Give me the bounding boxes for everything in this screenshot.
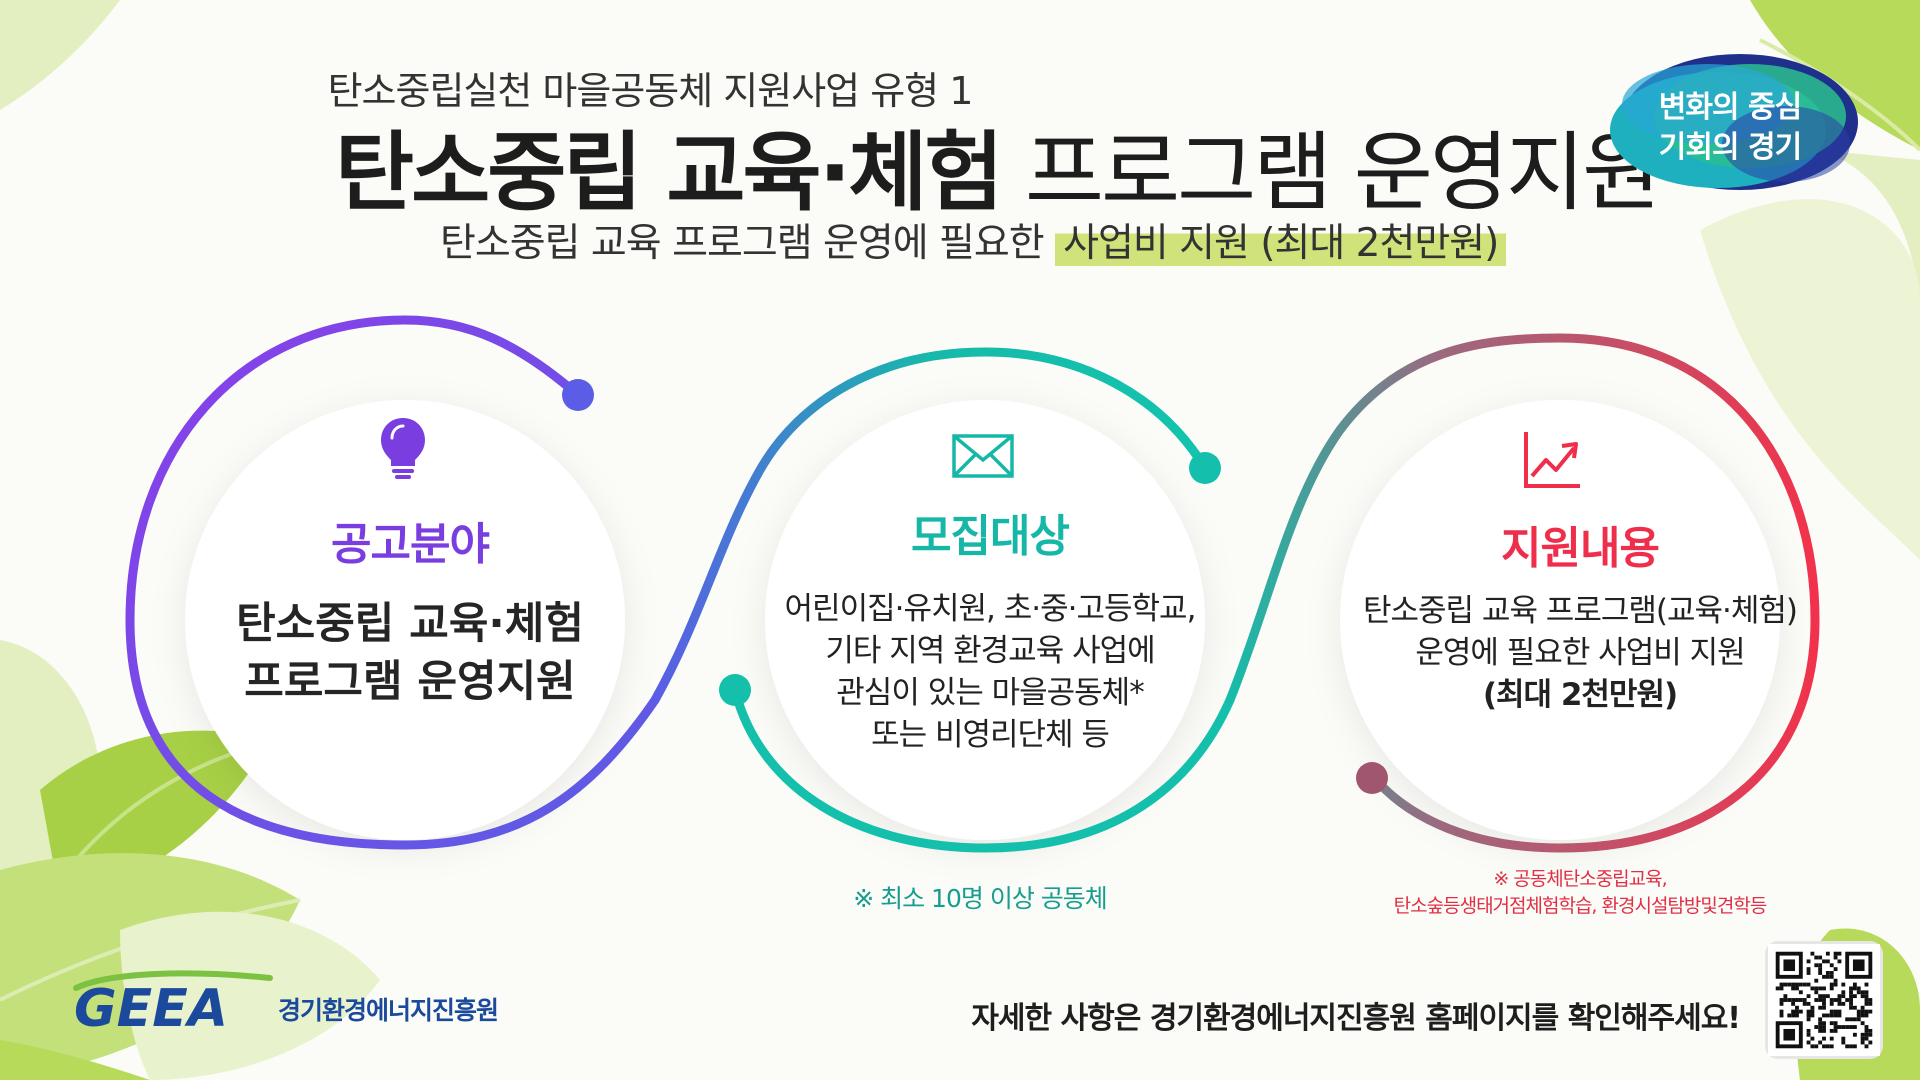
description-text: 탄소중립 교육 프로그램 운영에 필요한: [440, 221, 1045, 266]
slogan-text: 변화의 중심 기회의 경기: [1600, 88, 1860, 168]
card-body-line: 기타 지역 환경교육 사업에: [825, 633, 1155, 669]
geea-logo: GEEA: [73, 970, 273, 1036]
card-body-line: 어린이집·유치원, 초·중·고등학교,: [784, 591, 1197, 627]
leaf-right: [1700, 199, 1920, 560]
envelope-icon: [952, 434, 1014, 478]
footer-message: 자세한 사항은 경기환경에너지진흥원 홈페이지를 확인해주세요!: [971, 1001, 1741, 1036]
curve-dot: [562, 379, 594, 411]
flow-curve: [125, 315, 1820, 853]
card-body-support-content: 탄소중립 교육 프로그램(교육·체험) 운영에 필요한 사업비 지원 (최대 2…: [1280, 590, 1880, 716]
card-body-line: 프로그램 운영지원: [244, 657, 576, 707]
recruitment-note: ※ 최소 10명 이상 공동체: [853, 884, 1108, 913]
card-body-line: 탄소중립 교육 프로그램(교육·체험): [1362, 593, 1798, 629]
curve-dot: [1356, 762, 1388, 794]
card-body-line: 운영에 필요한 사업비 지원: [1415, 635, 1745, 671]
curve-dot: [719, 674, 751, 706]
support-note: ※ 공동체탄소중립교육, 탄소숲등생태거점체험학습, 환경시설탐방및견학등: [1300, 866, 1860, 920]
lightbulb-icon: [381, 418, 425, 479]
leaf-bottom-left: [0, 640, 380, 1080]
card-body-line: 또는 비영리단체 등: [871, 717, 1110, 753]
leaf-top-left: [0, 0, 120, 110]
card-body-line: 탄소중립 교육·체험: [236, 599, 584, 649]
curve-dot: [1189, 452, 1221, 484]
support-note-line: ※ 공동체탄소중립교육,: [1493, 868, 1667, 890]
card-title-support-content: 지원내용: [1501, 523, 1660, 574]
title-bold: 탄소중립 교육·체험: [335, 123, 1004, 223]
slogan-line-2: 기회의 경기: [1658, 130, 1802, 165]
support-note-line: 탄소숲등생태거점체험학습, 환경시설탐방및견학등: [1393, 895, 1768, 917]
qr-code-pattern: [1768, 944, 1880, 1056]
program-subtitle: 탄소중립실천 마을공동체 지원사업 유형 1: [327, 69, 974, 113]
leaf-top-right: [1750, 0, 1920, 330]
slogan-line-1: 변화의 중심: [1658, 90, 1802, 125]
logo-text: GEEA: [74, 979, 228, 1036]
slogan-badge: [1610, 54, 1858, 190]
description-highlight: 사업비 지원 (최대 2천만원): [1055, 221, 1507, 266]
card-body-recruitment-target: 어린이집·유치원, 초·중·고등학교, 기타 지역 환경교육 사업에 관심이 있…: [740, 588, 1240, 756]
card-body-line: 관심이 있는 마을공동체*: [836, 675, 1144, 711]
organization-name: 경기환경에너지진흥원: [278, 996, 499, 1025]
card-body-line-bold: (최대 2천만원): [1482, 677, 1678, 713]
card-title-announcement-field: 공고분야: [331, 519, 490, 570]
title-light: 프로그램 운영지원: [1024, 123, 1661, 223]
qr-code[interactable]: [1768, 944, 1880, 1056]
card-title-recruitment-target: 모집대상: [911, 511, 1070, 562]
card-body-announcement-field: 탄소중립 교육·체험 프로그램 운영지원: [210, 595, 610, 711]
trend-chart-icon: [1524, 432, 1580, 488]
